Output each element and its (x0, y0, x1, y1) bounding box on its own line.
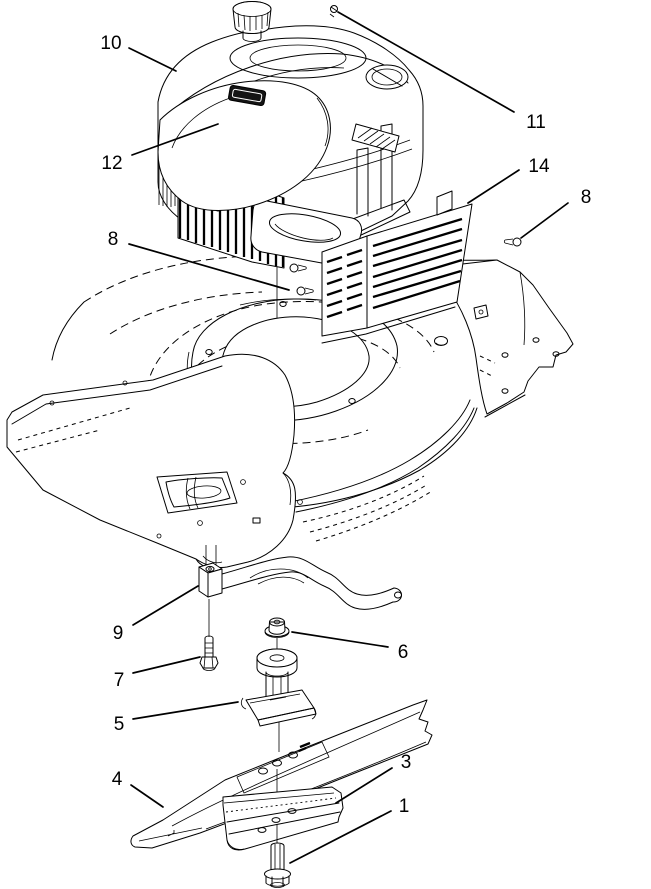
deck-rear-panel (427, 259, 574, 418)
callout-label-1: 1 (399, 796, 410, 817)
engine-front-cover (157, 80, 331, 211)
bolt-7 (199, 635, 219, 671)
callout-label-6: 6 (398, 642, 409, 663)
recoil-cover (229, 37, 367, 79)
fuel-cap (232, 1, 272, 42)
callout-14: 14 (467, 156, 550, 204)
callout-8-left: 8 (108, 229, 290, 291)
callout-label-12: 12 (101, 153, 122, 174)
callout-label-14: 14 (528, 156, 550, 177)
callout-3: 3 (335, 752, 412, 804)
oil-fill-cap (365, 64, 409, 90)
engine-illustration (157, 1, 424, 269)
callout-4: 4 (112, 769, 164, 808)
deck-cable-tab (473, 304, 489, 320)
blade (130, 699, 433, 849)
callouts: 10 12 8 11 14 8 9 7 (100, 11, 592, 864)
callout-5: 5 (114, 701, 239, 735)
mounting-bolt-left-upper (289, 263, 307, 273)
callout-label-10: 10 (100, 33, 121, 54)
blade-adapter (240, 648, 317, 752)
toro-badge (228, 84, 267, 107)
accelerator-plate (222, 786, 344, 851)
mounting-bolt-left-lower (296, 286, 314, 296)
rear-grille (321, 190, 473, 344)
callout-label-5: 5 (114, 714, 125, 735)
callout-label-4: 4 (112, 769, 123, 790)
blade-bolt (264, 842, 291, 888)
flange-nut (264, 617, 290, 649)
callout-10: 10 (100, 33, 177, 72)
callout-8-right: 8 (520, 187, 592, 239)
callout-12: 12 (101, 123, 219, 174)
carb-vent (351, 123, 400, 153)
callout-11: 11 (337, 11, 546, 133)
mower-deck-illustration (6, 250, 574, 585)
callout-label-3: 3 (401, 752, 412, 773)
callout-6: 6 (291, 631, 409, 663)
callout-7: 7 (114, 656, 201, 691)
callout-1: 1 (289, 796, 410, 864)
callout-label-7: 7 (114, 670, 125, 691)
deck-front-platform (6, 353, 303, 569)
callout-label-11: 11 (526, 112, 546, 133)
callout-9: 9 (113, 585, 199, 644)
callout-label-9: 9 (113, 623, 124, 644)
top-screw (329, 5, 338, 18)
brake-bar (198, 556, 402, 637)
callout-label-8-right: 8 (581, 187, 592, 208)
deck-boss (434, 336, 448, 346)
callout-label-8-left: 8 (108, 229, 119, 250)
mounting-bolt-right (503, 237, 522, 247)
